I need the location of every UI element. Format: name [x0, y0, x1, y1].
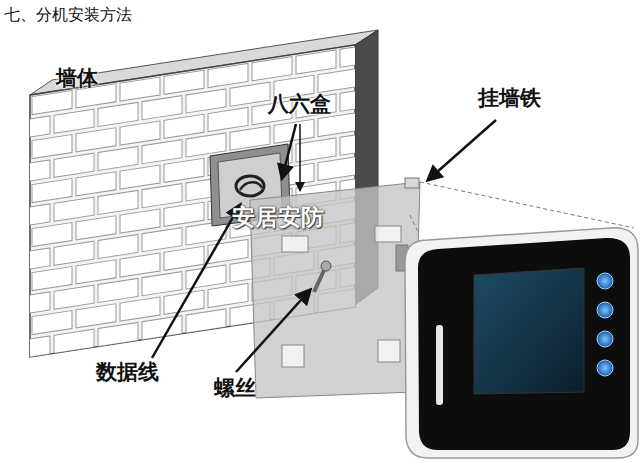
watermark: 安居安防 [232, 204, 324, 230]
part-label: 数据线 [96, 360, 159, 384]
part-label: 墙体 [56, 66, 98, 90]
screw [314, 261, 331, 292]
guide-lines [410, 182, 634, 455]
part-label: 挂墙铁 [478, 86, 541, 110]
part-label: 八六盒 [268, 92, 331, 116]
part-label: 螺丝 [214, 376, 256, 400]
indoor-monitor [405, 228, 638, 458]
leader-arrows [152, 120, 496, 372]
section-title: 七、分机安装方法 [4, 6, 132, 24]
wall-top [30, 30, 378, 95]
